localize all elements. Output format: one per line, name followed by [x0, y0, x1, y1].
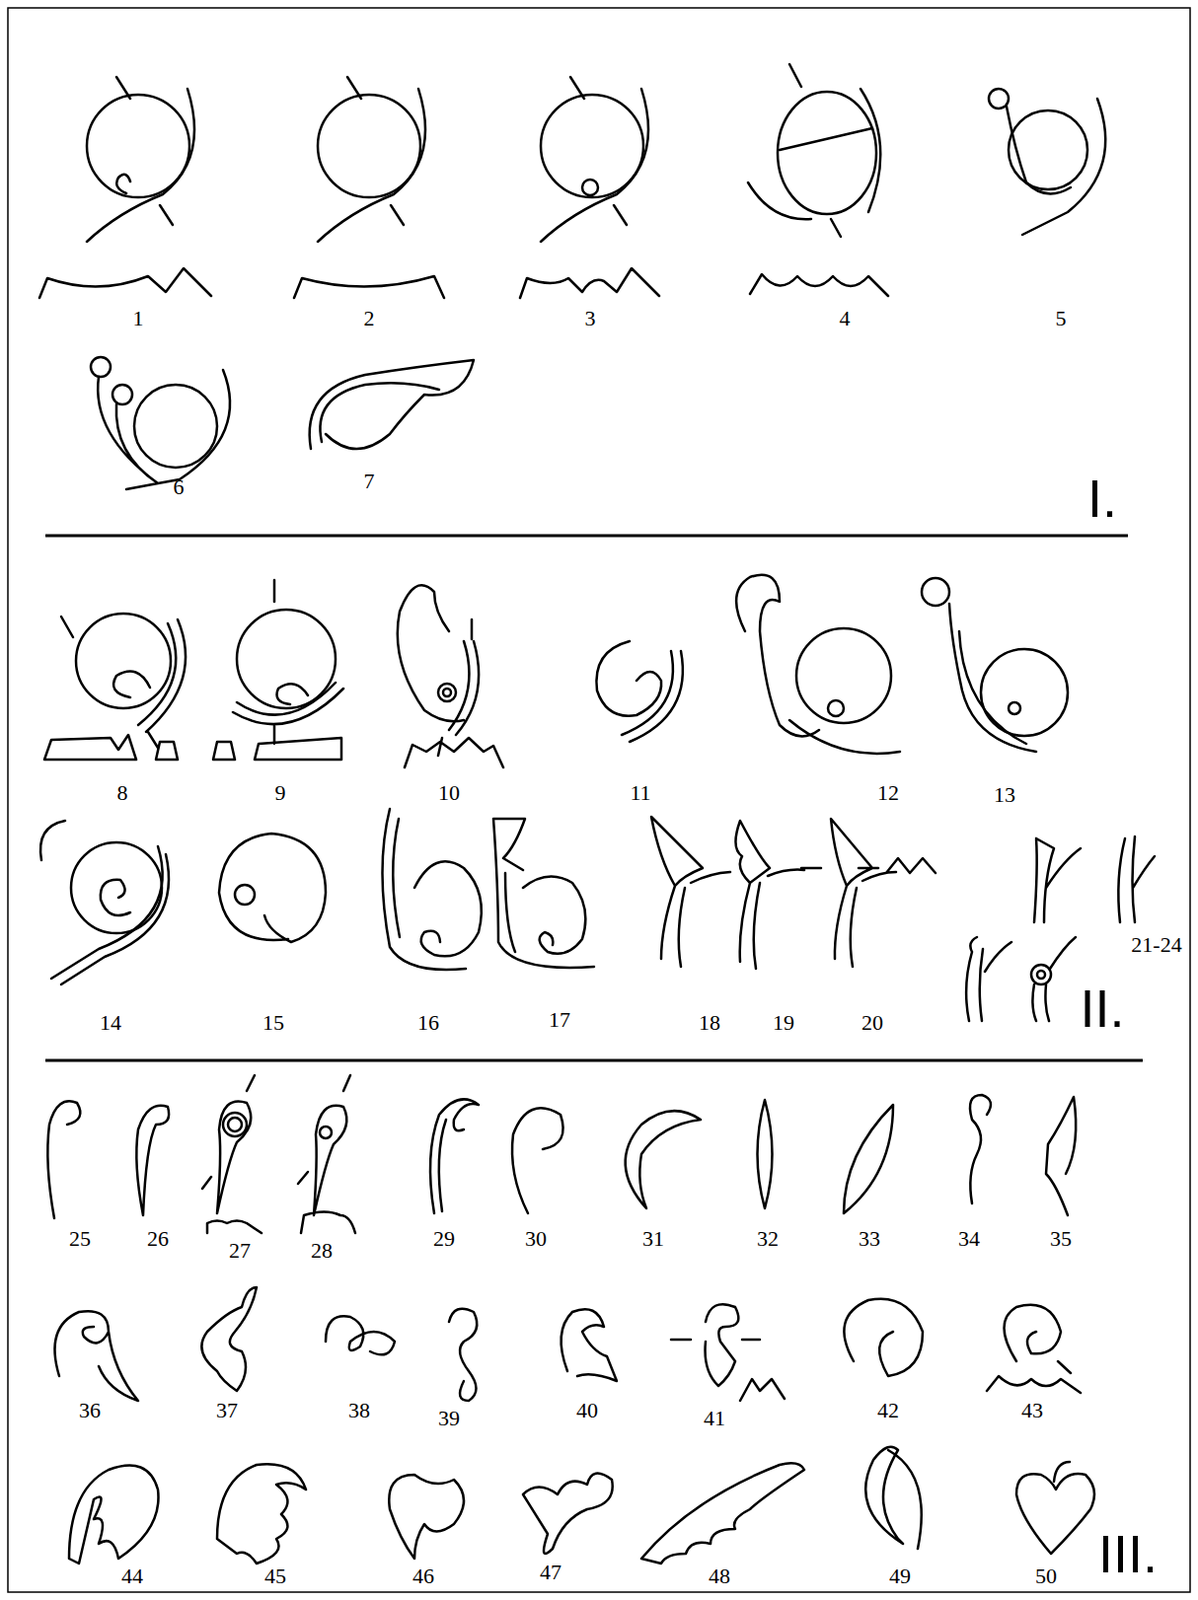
figure-number: 9	[275, 782, 287, 805]
figure-number: 1	[133, 307, 145, 330]
figure-number: 31	[642, 1228, 665, 1251]
section-numeral: III.	[1098, 1527, 1158, 1581]
figure-number: 16	[417, 1012, 440, 1035]
figure-number: 37	[216, 1400, 238, 1423]
figure-number: 39	[438, 1408, 460, 1430]
figure-number: 48	[708, 1566, 731, 1588]
figure-number: 17	[548, 1009, 571, 1032]
figure-number: 19	[772, 1012, 795, 1035]
figure-number: 18	[698, 1012, 721, 1035]
figure-number: 35	[1049, 1228, 1072, 1251]
figure-number: 12	[877, 782, 899, 805]
figure-number: 10	[438, 782, 460, 805]
figure-number: 28	[310, 1240, 333, 1263]
figure-number: 27	[228, 1240, 251, 1263]
figure-number: 26	[147, 1228, 169, 1251]
figure-number: 32	[756, 1228, 779, 1251]
section-numeral: I.	[1087, 471, 1118, 525]
figure-number: 33	[858, 1228, 881, 1251]
figure-number: 41	[703, 1408, 726, 1430]
figure-number: 13	[993, 784, 1016, 807]
figure-number: 11	[629, 782, 651, 805]
figure-number: 45	[264, 1566, 287, 1588]
figure-number: 4	[839, 307, 851, 330]
figure-number: 15	[262, 1012, 285, 1035]
figure-number: 40	[576, 1400, 599, 1423]
figure-number: 20	[861, 1012, 884, 1035]
figure-number: 7	[364, 470, 375, 493]
figure-number: 5	[1055, 307, 1067, 330]
figure-number: 46	[412, 1566, 435, 1588]
figure-number: 6	[173, 476, 185, 499]
figure-number: 21-24	[1130, 934, 1182, 957]
figure-number: 2	[364, 307, 375, 330]
figure-number: 25	[69, 1228, 91, 1251]
figure-number: 50	[1035, 1566, 1057, 1588]
figure-number: 8	[117, 782, 129, 805]
figure-number: 44	[121, 1566, 144, 1588]
figure-number: 34	[958, 1228, 980, 1251]
figure-number: 14	[99, 1012, 122, 1035]
figure-number: 36	[78, 1400, 101, 1423]
figure-number: 30	[524, 1228, 547, 1251]
figure-number: 43	[1021, 1400, 1044, 1423]
figure-number: 29	[433, 1228, 455, 1251]
figure-number: 47	[539, 1562, 562, 1584]
figure-number: 38	[348, 1400, 371, 1423]
section-numeral: II.	[1079, 981, 1124, 1036]
figure-number: 3	[585, 307, 597, 330]
figure-number: 49	[889, 1566, 911, 1588]
figure-number: 42	[877, 1400, 899, 1423]
